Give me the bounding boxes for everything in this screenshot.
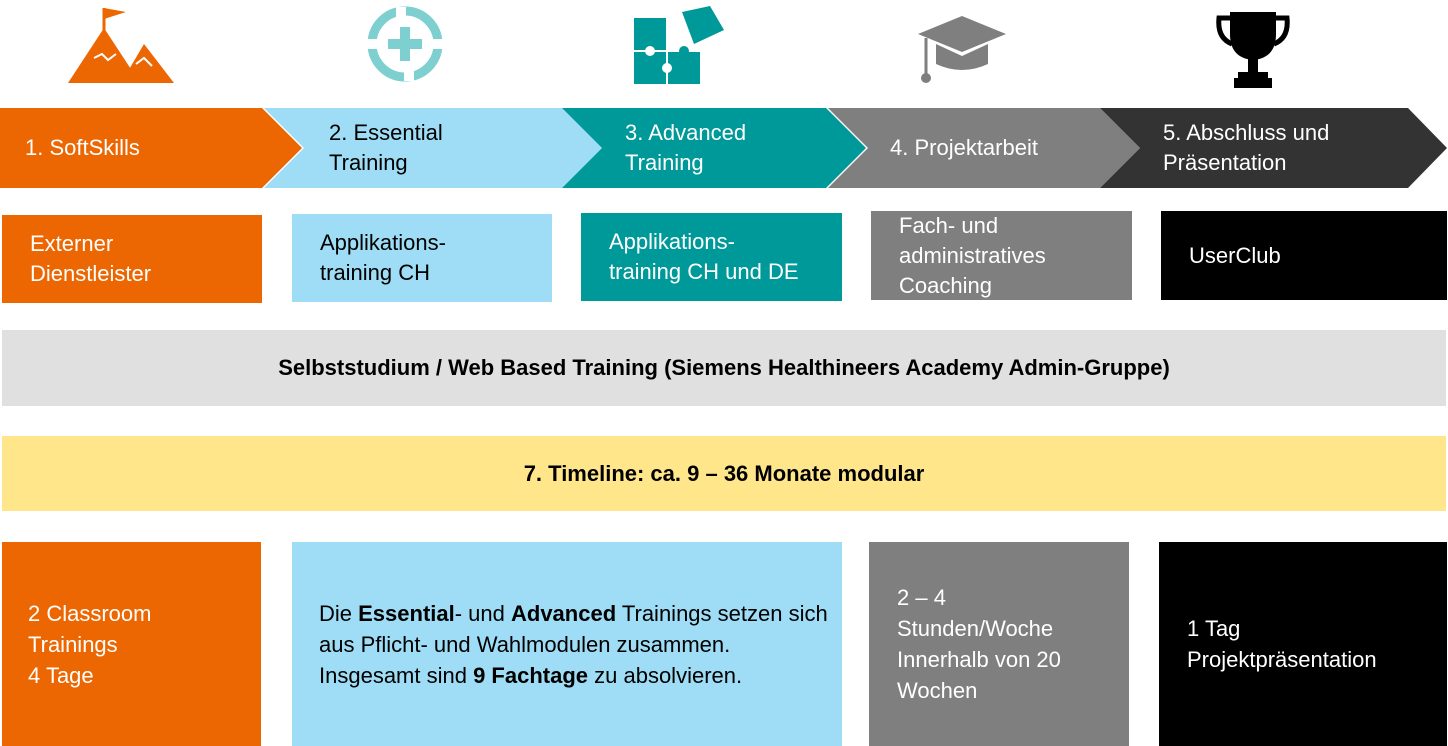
timeline-bar: 7. Timeline: ca. 9 – 36 Monate modular (2, 436, 1446, 511)
graduation-cap-icon (918, 16, 1006, 83)
detail-box-training: Die Essential- und Advanced Trainings se… (292, 542, 842, 746)
training-text: Die Essential- und Advanced Trainings se… (319, 598, 828, 691)
step-chevron-2 (264, 108, 602, 188)
self-study-bar: Selbststudium / Web Based Training (Siem… (2, 330, 1446, 406)
mountain-flag-icon (68, 8, 174, 83)
puzzle-icon (634, 6, 724, 84)
provider-box-project: Fach- und administratives Coaching (871, 211, 1132, 300)
medical-cross-cycle-icon (366, 6, 444, 82)
step-label-2: 2. Essential Training (329, 120, 443, 175)
provider-box-softskills: Externer Dienstleister (2, 215, 262, 303)
detail-box-project: 2 – 4 Stunden/Woche Innerhalb von 20 Woc… (869, 542, 1129, 746)
step-chevron-3 (562, 108, 866, 188)
step-label-5: 5. Abschluss und Präsentation (1163, 120, 1330, 175)
trophy-icon (1216, 12, 1290, 88)
detail-box-softskills: 2 Classroom Trainings 4 Tage (2, 542, 261, 746)
step-label-4: 4. Projektarbeit (890, 135, 1038, 160)
step-chevron-5 (1100, 108, 1447, 188)
step-chevron-1 (0, 108, 302, 188)
provider-box-advanced: Applikations- training CH und DE (581, 213, 842, 301)
provider-box-final: UserClub (1161, 211, 1447, 300)
provider-box-essential: Applikations- training CH (292, 214, 552, 302)
training-line-2: aus Pflicht- und Wahlmodulen zusammen. (319, 631, 731, 657)
training-line-1: Die Essential- und Advanced Trainings se… (319, 600, 828, 626)
training-line-3: Insgesamt sind 9 Fachtage zu absolvieren… (319, 662, 743, 688)
detail-box-final: 1 Tag Projektpräsentation (1159, 542, 1447, 746)
step-chevron-4 (828, 108, 1140, 188)
step-label-1: 1. SoftSkills (25, 135, 140, 160)
step-label-3: 3. Advanced Training (625, 120, 747, 175)
